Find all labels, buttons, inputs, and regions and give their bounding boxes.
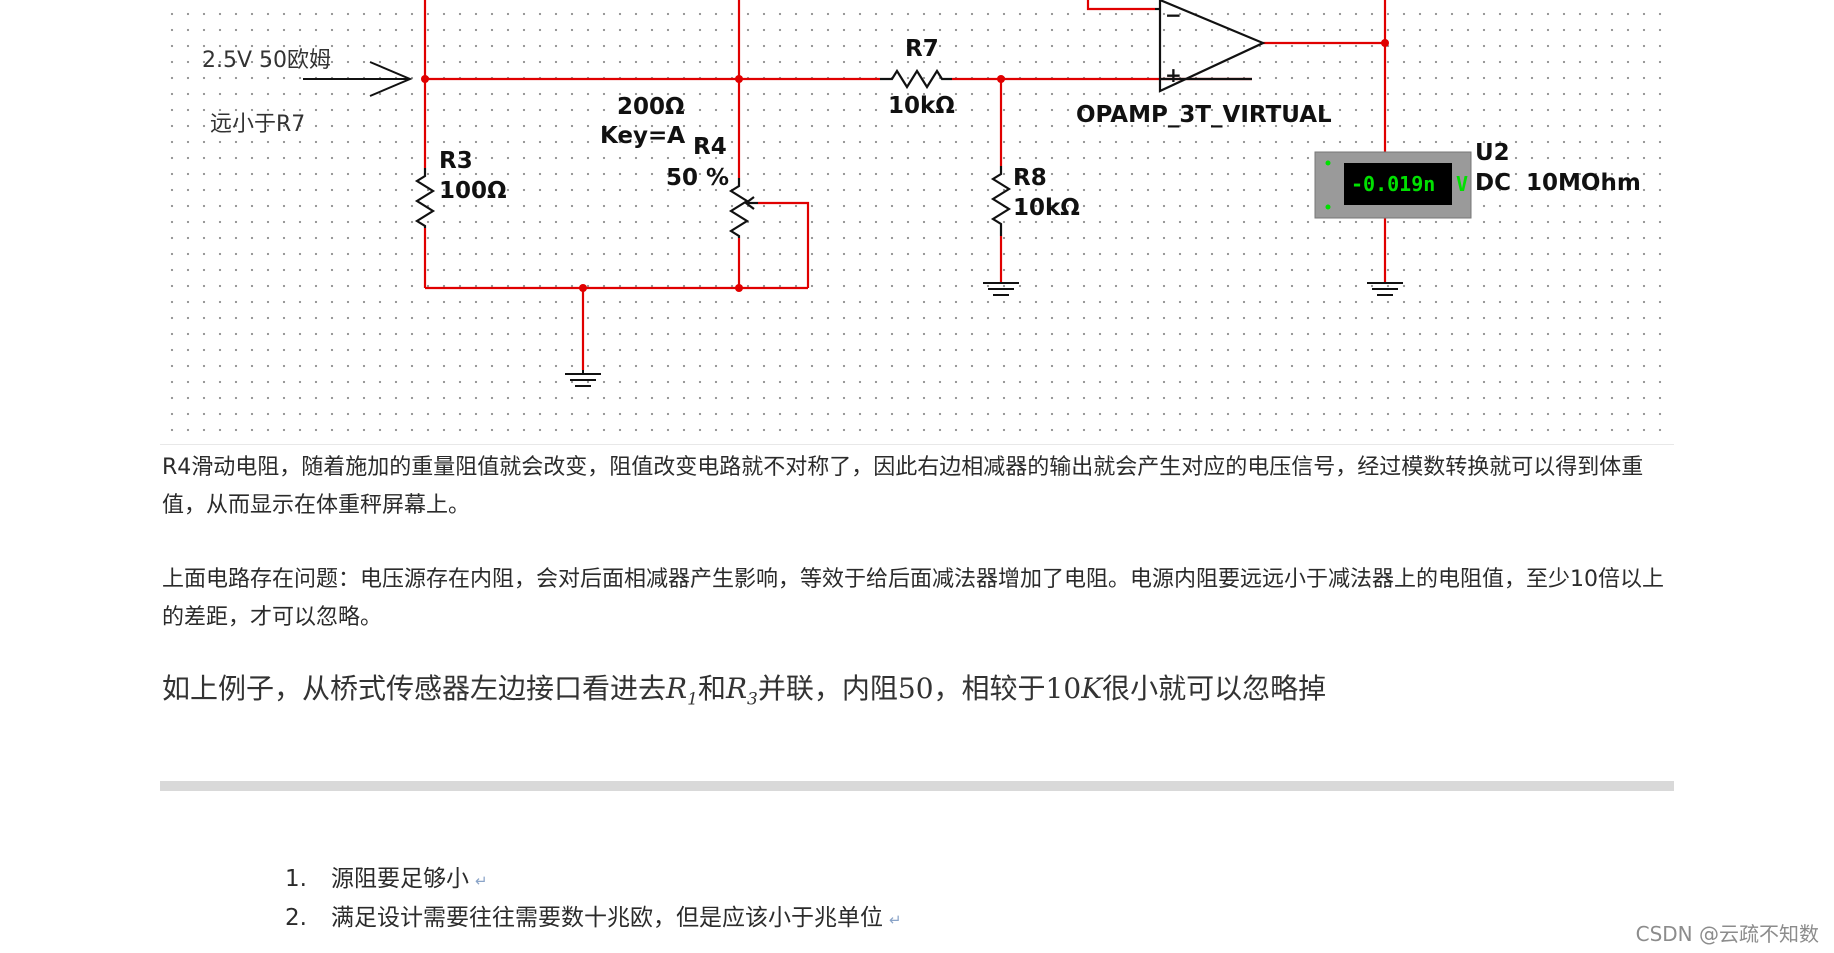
opamp-minus-label: −	[1165, 3, 1182, 27]
math-50: 50	[897, 672, 934, 705]
meter-mode: DC	[1475, 170, 1511, 196]
figure-bottom-rule	[160, 444, 1674, 445]
r3-value: 100Ω	[439, 178, 507, 204]
ground-icon	[1367, 282, 1403, 296]
return-mark-icon: ↵	[889, 911, 902, 929]
paragraph-problem: 上面电路存在问题：电压源存在内阻，会对后面相减器产生影响，等效于给后面减法器增加…	[162, 567, 1664, 630]
requirements-list: 1. 源阻要足够小 ↵ 2. 满足设计需要往往需要数十兆欧，但是应该小于兆单位 ↵	[285, 860, 902, 938]
list-number: 2.	[285, 905, 307, 931]
math-r3: R3	[725, 672, 758, 710]
multimeter-u2: -0.019n V	[1314, 151, 1472, 219]
r3-name: R3	[439, 148, 473, 174]
list-text: 满足设计需要往往需要数十兆欧，但是应该小于兆单位	[331, 905, 883, 931]
compare-note: 远小于R7	[210, 112, 305, 137]
paragraph-explanation: R4滑动电阻，随着施加的重量阻值就会改变，阻值改变电路就不对称了，因此右边相减器…	[162, 455, 1644, 518]
math-r1: R1	[666, 672, 698, 710]
r8-name: R8	[1013, 165, 1047, 191]
r4-key: Key=A	[600, 123, 685, 149]
r7-value: 10kΩ	[888, 93, 955, 119]
meter-name: U2	[1475, 140, 1510, 166]
r4-setting: 50 %	[666, 165, 729, 191]
r4-name: R4	[693, 134, 727, 160]
example-and: 和	[697, 672, 726, 705]
example-comma: ，相较于	[933, 672, 1046, 705]
schematic-diagram: − + -0.019n V 2.5V 50欧姆 远小于R7 R3 100Ω 20…	[160, 0, 1672, 441]
opamp-model: OPAMP_3T_VIRTUAL	[1076, 102, 1332, 128]
schematic-svg: − + -0.019n V 2.5V 50欧姆 远小于R7 R3 100Ω 20…	[202, 0, 1641, 387]
opamp-triangle	[1155, 0, 1266, 93]
section-divider	[160, 781, 1674, 791]
meter-resistance: 10MOhm	[1526, 170, 1641, 196]
ground-icon	[565, 370, 601, 387]
csdn-watermark: CSDN @云疏不知数	[1635, 922, 1819, 946]
list-item: 2. 满足设计需要往往需要数十兆欧，但是应该小于兆单位 ↵	[285, 899, 902, 938]
source-note: 2.5V 50欧姆	[202, 48, 331, 73]
meter-unit: V	[1456, 172, 1468, 196]
meter-reading: -0.019n	[1351, 172, 1435, 196]
paragraph-example: 如上例子，从桥式传感器左边接口看进去R1和R3并联，内阻50，相较于10K很小就…	[162, 667, 1672, 722]
list-number: 1.	[285, 866, 307, 892]
r8-resistor	[990, 166, 1012, 236]
return-mark-icon: ↵	[475, 872, 488, 890]
list-item: 1. 源阻要足够小 ↵	[285, 860, 902, 899]
r3-resistor	[414, 168, 436, 228]
example-suffix: 很小就可以忽略掉	[1102, 672, 1327, 705]
math-k: K	[1081, 672, 1103, 705]
r4-potentiometer	[728, 178, 758, 238]
input-arrow-icon	[303, 61, 413, 97]
example-mid: 并联，内阻	[757, 672, 898, 705]
r7-name: R7	[905, 36, 939, 62]
opamp-plus-label: +	[1165, 63, 1182, 87]
r8-value: 10kΩ	[1013, 195, 1080, 221]
math-10: 10	[1045, 672, 1082, 705]
list-text: 源阻要足够小	[331, 866, 469, 892]
junction-dots	[421, 39, 1389, 292]
r7-resistor	[880, 68, 952, 90]
example-prefix: 如上例子，从桥式传感器左边接口看进去	[162, 672, 667, 705]
ground-icon	[983, 282, 1019, 296]
r4-value: 200Ω	[617, 94, 685, 120]
